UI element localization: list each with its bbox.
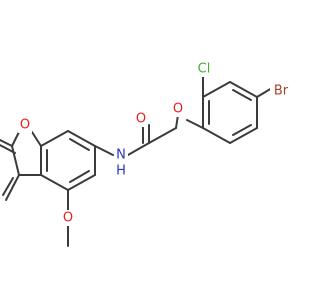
bond — [67, 174, 96, 191]
bond — [5, 174, 20, 201]
bond — [0, 144, 16, 154]
label-background — [114, 147, 128, 163]
bromine-label: Br — [274, 84, 289, 99]
label-background — [270, 83, 292, 99]
bond — [0, 138, 13, 147]
label-background — [134, 111, 148, 127]
amide-nitrogen-label: N — [116, 148, 126, 163]
bond-skeleton — [0, 74, 273, 247]
bond — [69, 170, 90, 183]
ether-oxygen-label: O — [173, 102, 183, 117]
atom-labels: O O O O N H Cl Br — [18, 61, 292, 226]
bond — [69, 138, 90, 151]
bond — [232, 89, 252, 101]
bond — [202, 81, 231, 98]
bond — [186, 119, 204, 129]
furan-oxygen-label: O — [20, 118, 30, 133]
bond — [40, 174, 69, 191]
bond — [229, 81, 258, 98]
label-background — [194, 61, 214, 77]
bond — [175, 114, 179, 129]
bond — [127, 142, 150, 156]
label-background — [61, 210, 75, 226]
bond — [256, 87, 273, 98]
label-background — [171, 101, 185, 117]
amide-hydrogen-label: H — [116, 164, 126, 179]
methoxy-oxygen-label: O — [63, 211, 73, 226]
bond — [232, 124, 252, 136]
molecule-structure-diagram: O O O O N H Cl Br — [0, 61, 292, 247]
label-background — [18, 117, 32, 133]
bond — [202, 127, 231, 144]
bond — [40, 130, 69, 147]
bond — [67, 130, 96, 147]
bond — [2, 177, 14, 196]
bond — [229, 127, 258, 144]
chlorine-label: Cl — [198, 62, 211, 77]
bond — [148, 127, 177, 144]
bond — [94, 145, 114, 156]
label-background — [114, 163, 128, 179]
carbonyl-oxygen-label: O — [136, 112, 146, 127]
bond — [11, 145, 20, 176]
bond — [31, 131, 42, 147]
